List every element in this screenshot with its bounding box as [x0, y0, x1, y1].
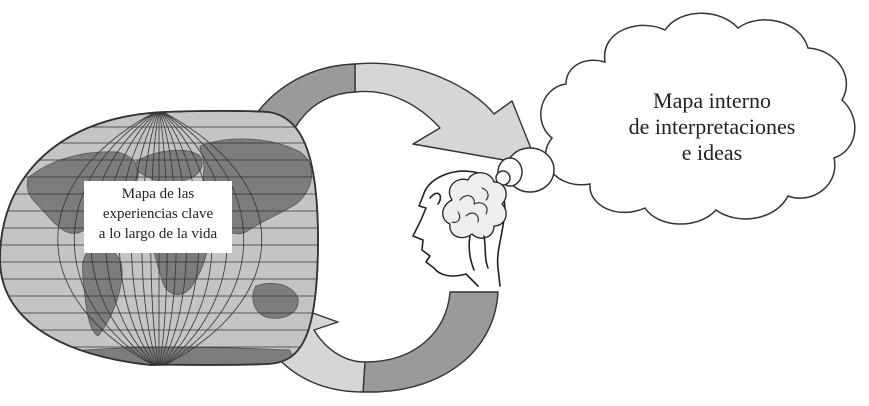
- cloud-label-line-1: Mapa interno: [653, 88, 771, 113]
- head-ear: [429, 192, 442, 205]
- globe-label: Mapa de las experiencias clave a lo larg…: [84, 181, 232, 253]
- neck: [468, 235, 489, 271]
- cloud-label-line-2: de interpretaciones: [628, 114, 796, 139]
- bottom-arrow-dark: [362, 291, 499, 393]
- head-brain-icon: [412, 170, 507, 287]
- globe-label-line-2: experiencias clave: [102, 206, 214, 222]
- brain: [442, 172, 507, 239]
- cloud-label: Mapa interno de interpretaciones e ideas: [612, 88, 812, 166]
- brain-folds: [451, 187, 489, 223]
- cloud-label-line-3: e ideas: [681, 140, 743, 165]
- cloud-shape: [540, 12, 856, 225]
- globe-label-line-1: Mapa de las: [121, 186, 195, 202]
- thought-cloud-icon: [495, 12, 856, 225]
- top-arrow-light: [354, 62, 539, 167]
- globe-label-line-3: a lo largo de la vida: [98, 226, 218, 242]
